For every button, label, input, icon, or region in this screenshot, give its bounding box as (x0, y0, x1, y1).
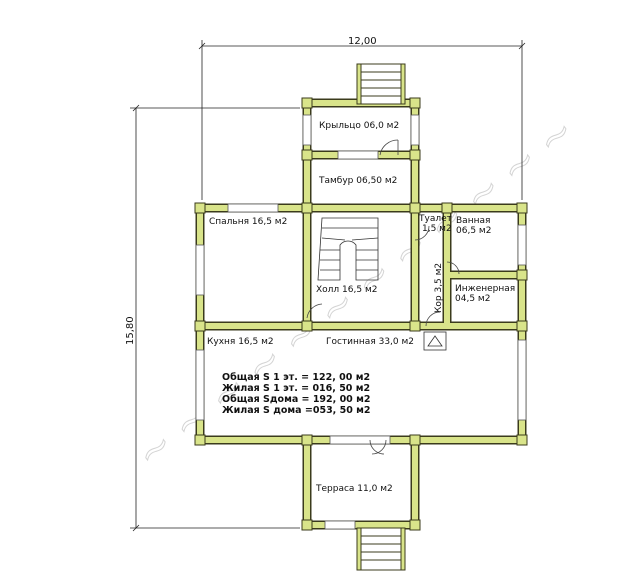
room-label-spalnya: Спальня 16,5 м2 (209, 217, 287, 227)
room-label-vannaya-area: 06,5 м2 (456, 226, 491, 236)
room-label-vannaya: Ванная (456, 216, 490, 226)
area-summary: Общая S 1 эт. = 122, 00 м2 Жилая S 1 эт.… (222, 372, 371, 416)
stove (423, 331, 447, 351)
stairs-bottom (356, 527, 406, 571)
summary-line-3: Общая Sдома = 192, 00 м2 (222, 394, 370, 405)
summary-line-4: Жилая S дома =053, 50 м2 (222, 405, 371, 416)
room-label-holl: Холл 16,5 м2 (316, 285, 377, 295)
windows (195, 114, 527, 530)
dimension-lines (130, 40, 526, 532)
depth-dimension: 15,80 (125, 316, 136, 345)
room-label-inzhenernaya: Инженерная (455, 284, 515, 294)
room-label-tambur: Тамбур 06,50 м2 (318, 176, 397, 186)
spiral-staircase (317, 217, 379, 281)
room-label-kuhnya: Кухня 16,5 м2 (207, 337, 274, 347)
room-label-kor: Кор 3,5 м2 (434, 263, 444, 313)
doors (306, 139, 460, 455)
room-labels: Крыльцо 06,0 м2 Тамбур 06,50 м2 Спальня … (207, 121, 515, 494)
stairs-top (356, 63, 406, 105)
room-label-gostinaya: Гостинная 33,0 м2 (326, 337, 414, 347)
summary-line-2: Жилая S 1 эт. = 016, 50 м2 (222, 383, 370, 394)
room-label-inzhenernaya-area: 04,5 м2 (455, 294, 490, 304)
width-dimension: 12,00 (348, 36, 377, 47)
summary-line-1: Общая S 1 эт. = 122, 00 м2 (222, 372, 370, 383)
room-label-krylco: Крыльцо 06,0 м2 (319, 121, 399, 131)
room-label-terrasa: Терраса 11,0 м2 (315, 484, 393, 494)
room-label-tualet-area: 1,5 м2 (422, 224, 452, 234)
room-label-tualet: Туалет (418, 214, 452, 224)
